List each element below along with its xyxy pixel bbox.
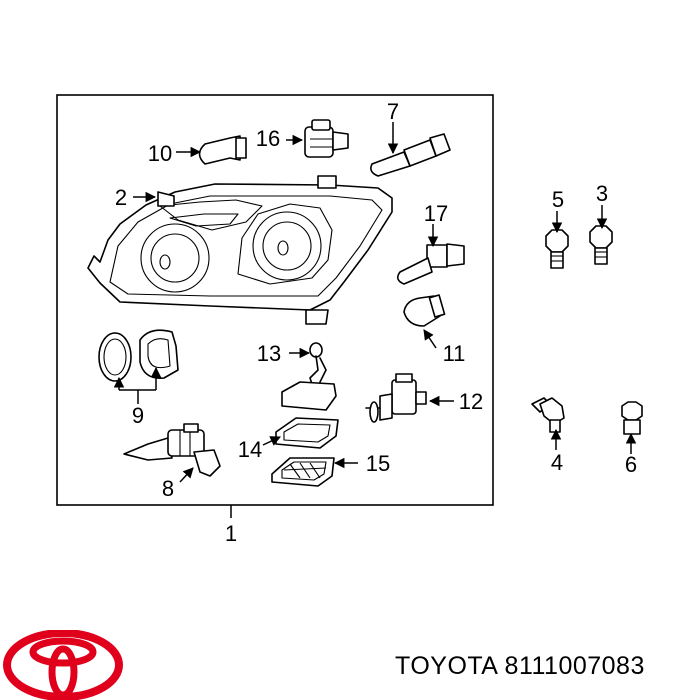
callout-1: 1 xyxy=(225,521,237,546)
logo-vertical-ring xyxy=(48,645,78,699)
callout-9: 9 xyxy=(132,403,144,428)
bulb-part-7 xyxy=(370,133,451,177)
bulb-part-8 xyxy=(123,423,221,477)
bolt-part-4 xyxy=(531,397,565,433)
harness-part-13 xyxy=(281,342,337,411)
assembly-frame xyxy=(56,94,494,506)
callout-15: 15 xyxy=(366,451,390,476)
bolt-part-5 xyxy=(545,229,569,269)
callout-11: 11 xyxy=(443,341,466,366)
callout-10: 10 xyxy=(148,141,172,166)
callout-8: 8 xyxy=(162,476,174,501)
bulb-part-10 xyxy=(198,135,247,165)
actuator-part-12 xyxy=(365,373,427,423)
callout-2: 2 xyxy=(115,185,127,210)
callout-12: 12 xyxy=(459,389,483,414)
callout-16: 16 xyxy=(256,126,280,151)
nut-part-6 xyxy=(621,401,643,435)
callout-17: 17 xyxy=(424,201,448,226)
callout-14: 14 xyxy=(238,437,262,462)
bulb-part-17 xyxy=(396,243,465,285)
bulb-part-11 xyxy=(403,294,446,327)
callout-6: 6 xyxy=(625,452,637,477)
callout-13: 13 xyxy=(257,341,281,366)
callout-3: 3 xyxy=(596,181,608,206)
callout-7: 7 xyxy=(387,99,399,124)
toyota-logo-icon xyxy=(3,630,123,700)
logo-horizontal-ring xyxy=(29,637,97,667)
callout-4: 4 xyxy=(551,450,563,475)
bolt-part-3 xyxy=(589,225,613,265)
headlamp-housing xyxy=(87,175,393,325)
cover-part-15 xyxy=(271,457,335,487)
callout-5: 5 xyxy=(552,187,564,212)
gasket-part-14 xyxy=(275,417,339,449)
socket-part-16 xyxy=(304,119,349,158)
seal-rings-part-9 xyxy=(98,329,179,382)
part-number-caption: TOYOTA 8111007083 xyxy=(395,652,645,680)
